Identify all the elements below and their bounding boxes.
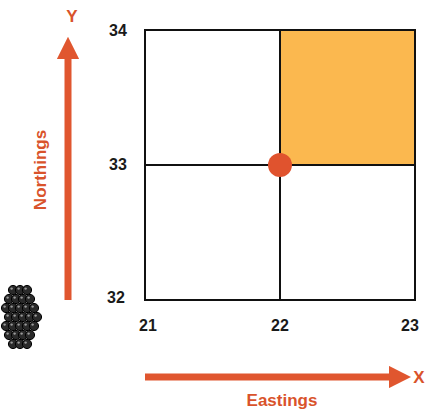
- axis-arrow: [145, 374, 400, 381]
- grid-lines: [145, 30, 415, 300]
- tick-number: 33: [109, 157, 127, 173]
- axis-letter: X: [413, 369, 424, 386]
- berry-illustration: [1, 285, 41, 348]
- tick-number: 23: [401, 318, 419, 334]
- tick-number: 21: [139, 318, 157, 334]
- axis-arrow: [65, 48, 72, 300]
- tick-number: 34: [109, 23, 127, 39]
- grid-square: [280, 30, 415, 165]
- axis-title: Eastings: [247, 392, 318, 409]
- axis-letter: Y: [66, 8, 77, 25]
- tick-number: 22: [271, 318, 289, 334]
- tick-number: 32: [107, 290, 125, 306]
- grid-point: [268, 153, 292, 177]
- axis-title: Northings: [32, 130, 49, 210]
